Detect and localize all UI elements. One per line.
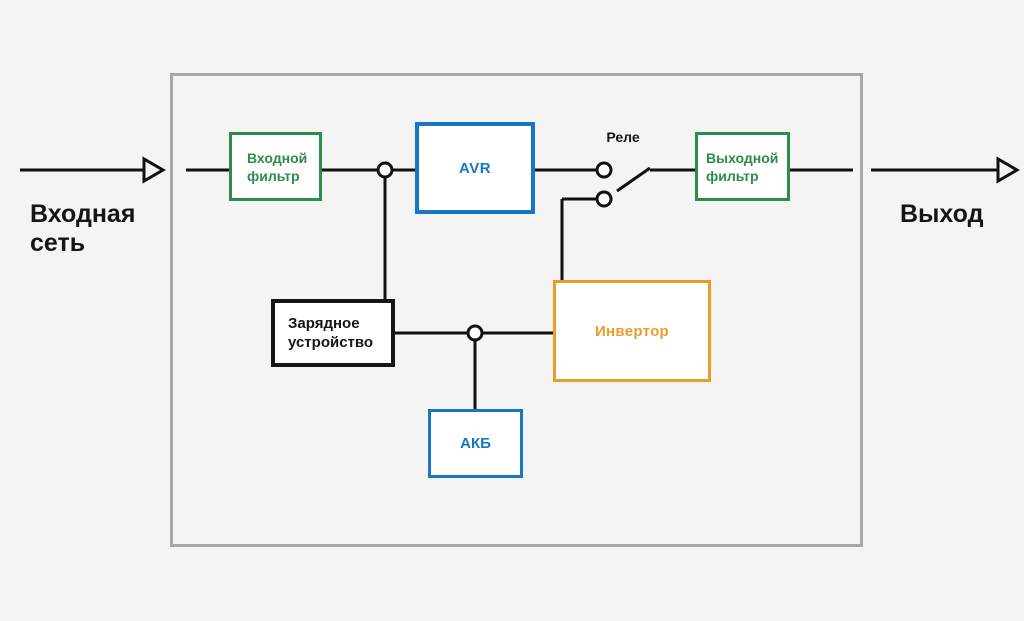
block-output-filter-label-line2: фильтр — [706, 167, 759, 184]
input-mains-label-line2: сеть — [30, 229, 86, 257]
relay-contact-lower — [595, 190, 613, 208]
ups-enclosure-outline — [170, 73, 863, 547]
junction-node-battery-bus — [466, 324, 484, 342]
block-charger: Зарядное устройство — [271, 299, 395, 367]
output-arrowhead-icon — [996, 156, 1020, 184]
input-arrowhead-icon — [142, 156, 166, 184]
block-charger-label-line1: Зарядное — [288, 315, 360, 332]
block-battery: АКБ — [428, 409, 523, 478]
junction-node-input — [376, 161, 394, 179]
input-mains-label: Входная сеть — [30, 200, 135, 258]
block-input-filter-label-line1: Входной — [247, 149, 308, 166]
block-input-filter-label-line2: фильтр — [247, 167, 300, 184]
output-label: Выход — [900, 200, 984, 228]
block-inverter: Инвертор — [553, 280, 711, 382]
relay-contact-upper — [595, 161, 613, 179]
block-inverter-label: Инвертор — [594, 322, 670, 340]
block-battery-label: АКБ — [460, 435, 491, 452]
block-input-filter: Входной фильтр — [229, 132, 322, 201]
input-mains-label-line1: Входная — [30, 200, 136, 228]
block-output-filter-label-line1: Выходной — [706, 149, 779, 166]
block-charger-label-line2: устройство — [288, 334, 374, 351]
relay-label: Реле — [606, 129, 640, 145]
block-avr-label: AVR — [458, 159, 492, 177]
block-avr: AVR — [415, 122, 535, 214]
block-output-filter: Выходной фильтр — [695, 132, 790, 201]
relay-switch-arm — [616, 166, 651, 193]
